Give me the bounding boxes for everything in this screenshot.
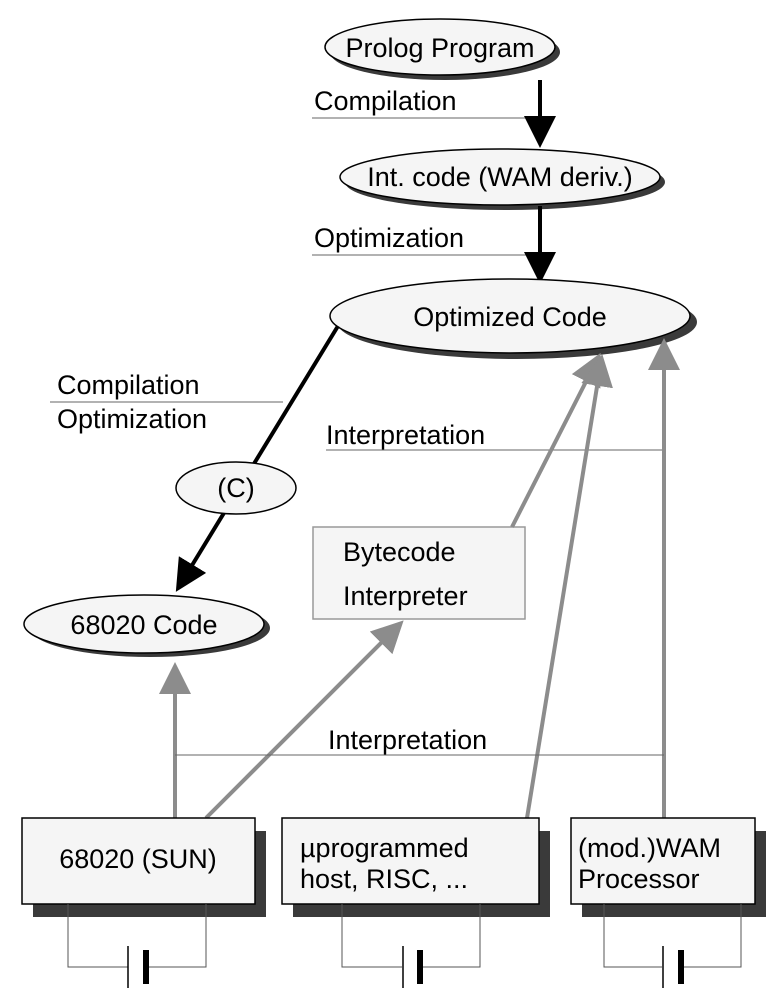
c-label: (C) bbox=[217, 473, 254, 503]
node-prolog-program: Prolog Program bbox=[324, 18, 560, 80]
interpretation-upper-label: Interpretation bbox=[326, 420, 485, 450]
arrow-uprog-to-optimized bbox=[525, 354, 613, 819]
compilation-label: Compilation bbox=[314, 86, 457, 116]
bytecode-label-1: Bytecode bbox=[343, 537, 456, 567]
host-68020-label: 68020 (SUN) bbox=[59, 844, 217, 874]
node-optimized-code: Optimized Code bbox=[329, 278, 697, 359]
int-code-label: Int. code (WAM deriv.) bbox=[367, 162, 633, 192]
host-uprog-battery-icon bbox=[341, 904, 481, 988]
host-wam-processor: (mod.)WAM Processor bbox=[570, 817, 766, 988]
host-wam-label-1: (mod.)WAM bbox=[578, 833, 721, 863]
arrow-compile-to-68020 bbox=[175, 324, 340, 592]
compilation-opt-label-1: Compilation bbox=[57, 370, 200, 400]
host-uprog-label-1: µprogrammed bbox=[300, 833, 469, 863]
optimized-code-label: Optimized Code bbox=[413, 302, 607, 332]
prolog-program-label: Prolog Program bbox=[345, 33, 534, 63]
node-c: (C) bbox=[175, 461, 297, 515]
node-int-code: Int. code (WAM deriv.) bbox=[339, 148, 665, 210]
host-68020-battery-icon bbox=[67, 904, 207, 988]
host-wam-label-2: Processor bbox=[578, 864, 700, 894]
arrow-bytecode-to-optimized bbox=[510, 352, 601, 528]
host-wam-battery-icon bbox=[603, 904, 742, 988]
host-uprogrammed: µprogrammed host, RISC, ... bbox=[281, 817, 550, 988]
node-68020-code: 68020 Code bbox=[23, 594, 270, 657]
interpretation-lower-label: Interpretation bbox=[328, 725, 487, 755]
optimization-label: Optimization bbox=[314, 223, 464, 253]
node-bytecode-interpreter: Bytecode Interpreter bbox=[312, 526, 526, 620]
bytecode-label-2: Interpreter bbox=[343, 581, 468, 611]
host-68020-sun: 68020 (SUN) bbox=[21, 817, 266, 988]
host-uprog-label-2: host, RISC, ... bbox=[300, 864, 468, 894]
compilation-opt-label-2: Optimization bbox=[57, 404, 207, 434]
arrow-sun-to-bytecode bbox=[204, 620, 404, 820]
code-68020-label: 68020 Code bbox=[70, 610, 217, 640]
